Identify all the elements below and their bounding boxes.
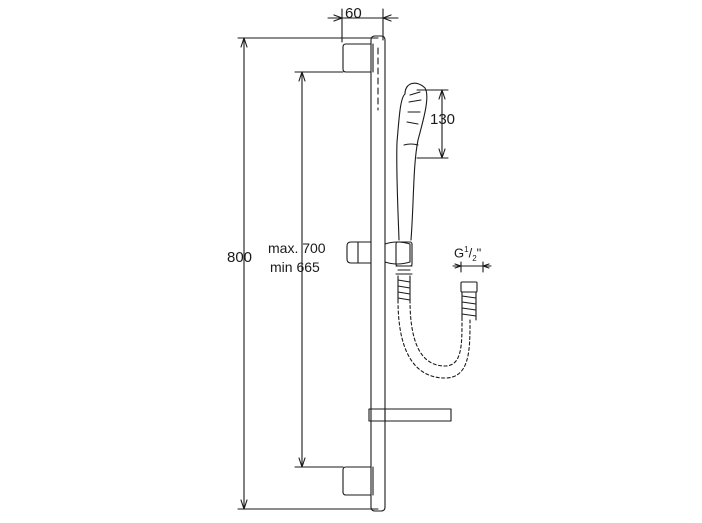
thread-suffix: ": [476, 245, 482, 261]
max-distance-label: max. 700: [268, 240, 326, 256]
hand-shower: [395, 82, 428, 275]
bracket-width-label: 60: [345, 5, 362, 22]
thread-denominator: 2: [472, 253, 477, 263]
head-length-label: 130: [430, 111, 456, 128]
sliding-holder: [346, 241, 411, 265]
dimension-lines: [237, 8, 492, 510]
rail-bar: [370, 35, 386, 512]
shower-hose: [397, 275, 478, 379]
width-arrows: [333, 14, 392, 22]
hose-thread-label: G1/2": [454, 245, 482, 263]
thread-arrows: [454, 263, 490, 269]
min-distance-label: min 665: [270, 259, 320, 275]
thread-numerator: 1: [464, 245, 469, 254]
bottom-wall-bracket: [342, 466, 374, 496]
top-wall-bracket: [342, 43, 374, 73]
soap-dish: [368, 408, 452, 422]
bracket-distance-arrows: [298, 71, 306, 468]
total-height-arrows: [240, 37, 248, 510]
head-arrows: [438, 89, 446, 159]
thread-prefix: G: [454, 245, 465, 261]
total-height-label: 800: [227, 249, 253, 266]
